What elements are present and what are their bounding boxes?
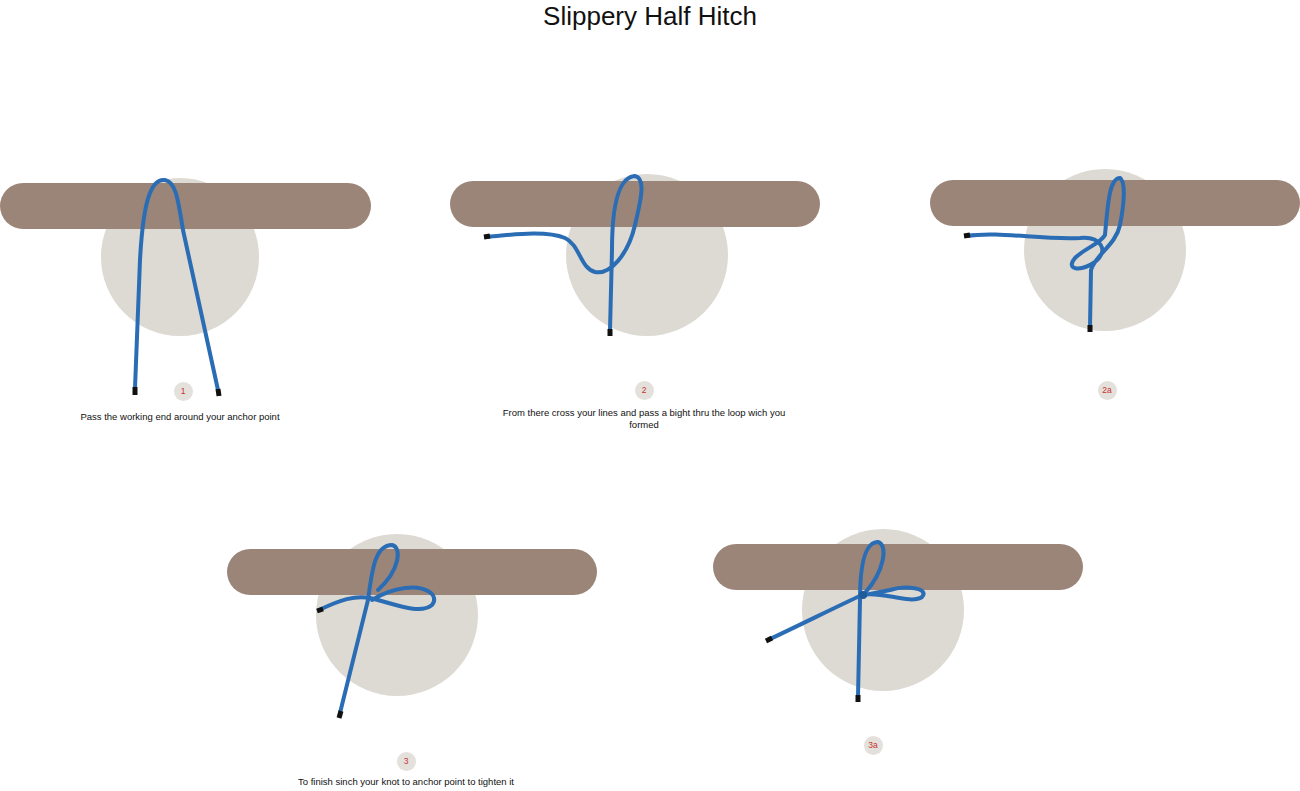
step-number: 2a (1102, 385, 1111, 395)
step-number-circle: 2 (635, 381, 654, 400)
step-caption: From there cross your lines and pass a b… (494, 407, 794, 431)
background-disc (101, 169, 1186, 696)
diagram-title: Slippery Half Hitch (543, 1, 757, 32)
step-number-circle: 3 (397, 752, 416, 771)
step-number: 2 (642, 385, 647, 395)
rope (135, 176, 1124, 713)
rope-tip (135, 235, 1090, 718)
step-number-circle: 1 (174, 382, 193, 401)
step-number-circle: 2a (1098, 381, 1117, 400)
anchor-bar (0, 180, 1300, 595)
step-number: 1 (181, 386, 186, 396)
knot-point (859, 591, 867, 599)
step-caption: Pass the working end around your anchor … (50, 411, 310, 423)
step-number: 3 (404, 756, 409, 766)
step-number-circle: 3a (864, 736, 883, 755)
step-number: 3a (868, 740, 877, 750)
step-caption: To finish sinch your knot to anchor poin… (246, 776, 566, 788)
